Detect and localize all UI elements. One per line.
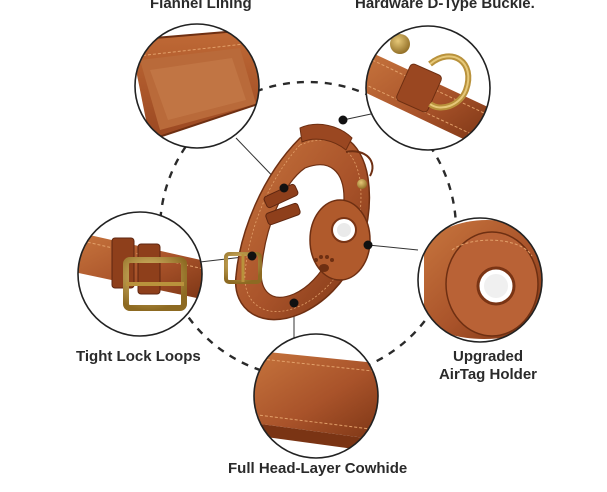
label-airtag-line2: AirTag Holder — [438, 366, 538, 383]
marker-dots — [247, 115, 373, 308]
collar-main — [224, 123, 374, 321]
label-airtag-holder: Upgraded AirTag Holder — [432, 348, 544, 384]
paw-logo — [314, 255, 334, 272]
label-hardware-buckle: Hardware D-Type Buckle. — [355, 0, 535, 12]
detail-flannel-lining — [134, 23, 260, 149]
detail-tight-lock-loops — [77, 211, 203, 337]
detail-d-buckle — [365, 25, 491, 151]
detail-cowhide — [253, 333, 379, 459]
label-cowhide: Full Head-Layer Cowhide — [228, 460, 408, 477]
detail-airtag-holder — [417, 217, 543, 343]
label-tight-lock-loops: Tight Lock Loops — [76, 348, 201, 365]
label-flannel-lining: Flannel Lining — [150, 0, 252, 12]
label-airtag-line1: Upgraded — [452, 348, 523, 365]
